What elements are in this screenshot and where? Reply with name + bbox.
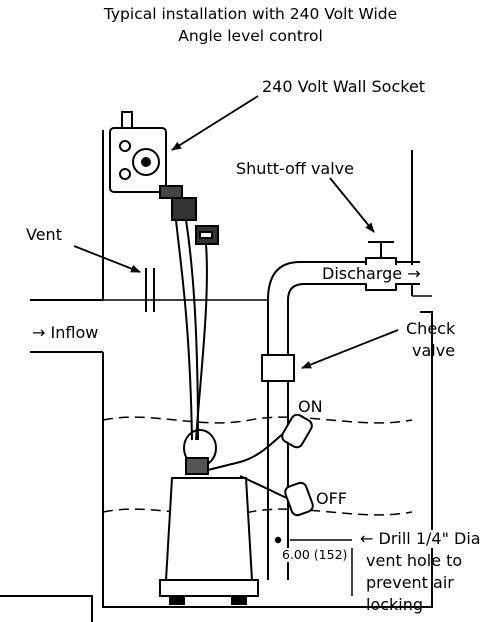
water-level-off <box>102 508 413 516</box>
power-cable-2 <box>185 219 199 441</box>
wall-socket-label: 240 Volt Wall Socket <box>262 77 426 96</box>
piggyback-switch <box>159 185 219 245</box>
title-line-1: Typical installation with 240 Volt Wide <box>103 5 398 23</box>
vent-label: Vent <box>26 225 62 244</box>
drill-arrow: ← <box>360 529 374 548</box>
corner-box <box>0 595 93 622</box>
discharge-arrow: → <box>407 264 421 283</box>
check-valve-body <box>261 354 295 382</box>
basin-left-lower-wall <box>102 311 433 608</box>
check-valve-label-1: Check <box>406 319 456 338</box>
sump-pump <box>159 429 259 605</box>
vent-leader <box>73 245 141 273</box>
vent-hole <box>274 536 282 544</box>
power-cable-1 <box>175 219 193 441</box>
dimension-label: 6.00 (152) <box>282 547 348 562</box>
inflow-arrow: → <box>32 323 46 342</box>
drill-label-2: vent hole to <box>366 551 463 570</box>
basin-left-wall <box>30 130 104 301</box>
float-off-label: OFF <box>316 489 347 508</box>
drill-label-3: prevent air <box>366 573 454 592</box>
float-cable <box>195 243 208 441</box>
check-valve-label-2: valve <box>412 341 456 360</box>
wall-socket-box <box>109 111 167 193</box>
inflow-label: → Inflow <box>32 324 98 342</box>
vent-pipe <box>145 268 155 312</box>
float-switch <box>207 413 314 517</box>
discharge-text: Discharge <box>322 264 403 283</box>
shutoff-valve-label: Shutt-off valve <box>236 159 354 178</box>
shutoff-valve-leader <box>329 177 375 233</box>
check-valve-leader <box>301 329 399 369</box>
title-line-2: Angle level control <box>178 27 323 45</box>
discharge-label: Discharge → <box>322 265 421 283</box>
wall-socket-leader <box>171 95 259 151</box>
drill-label-4: locking <box>366 595 424 614</box>
water-level-on <box>102 416 413 424</box>
drill-label-1: ← Drill 1/4" Dia <box>360 530 481 548</box>
inflow-text: Inflow <box>50 323 99 342</box>
float-on-label: ON <box>298 397 323 416</box>
drill-text-1: Drill 1/4" Dia <box>378 529 481 548</box>
